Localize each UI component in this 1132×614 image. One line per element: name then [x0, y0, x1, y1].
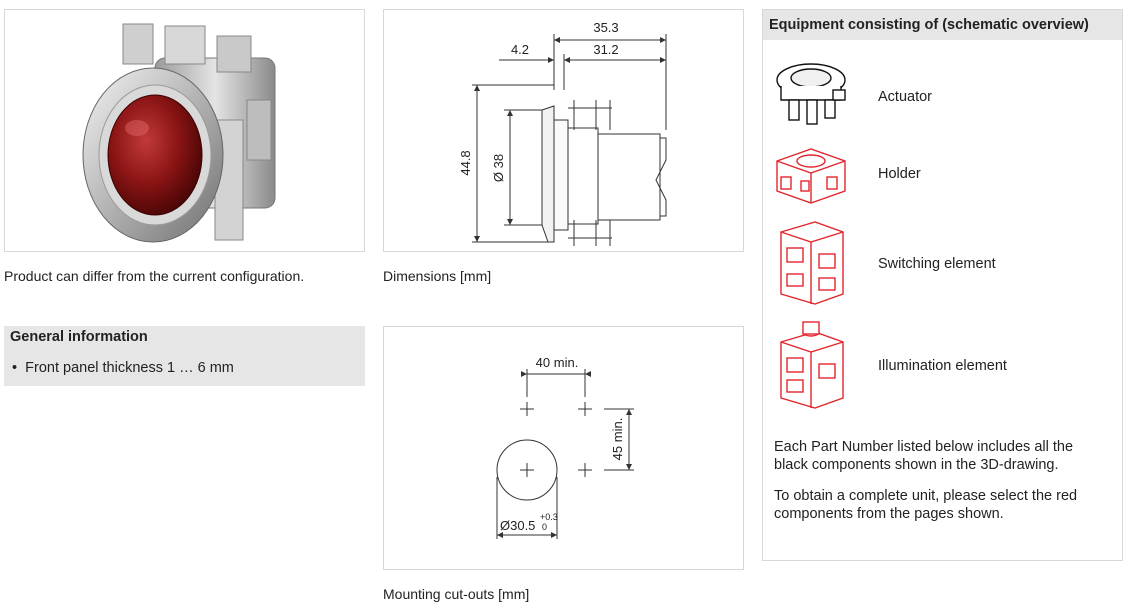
- dim-diameter-label: Ø 38: [491, 154, 506, 182]
- equipment-title: Equipment consisting of (schematic overv…: [763, 10, 1122, 40]
- bullet-icon: •: [12, 360, 26, 376]
- equipment-panel: Equipment consisting of (schematic overv…: [762, 9, 1123, 561]
- cutouts-caption: Mounting cut-outs [mm]: [383, 586, 530, 602]
- illumination-element-icon: [780, 321, 844, 409]
- equipment-note-2: To obtain a complete unit, please select…: [774, 488, 1078, 522]
- general-info-title: General information: [10, 329, 148, 345]
- pushbutton-photo: [82, 23, 276, 243]
- component-label-illumination-element: Illumination element: [878, 358, 1007, 374]
- dimensions-caption: Dimensions [mm]: [383, 268, 492, 284]
- cutouts-drawing-frame: 40 min. 45 min. Ø30.5 +0.3 0: [383, 326, 744, 570]
- cutouts-drawing: 40 min. 45 min. Ø30.5 +0.3 0: [496, 355, 634, 539]
- switching-element-icon: [780, 221, 844, 305]
- dimensions-drawing: 35.3 4.2 31.2 44.8 Ø 38: [458, 20, 667, 246]
- component-label-switching-element: Switching element: [878, 256, 996, 272]
- dim-front-label: 4.2: [511, 42, 529, 57]
- actuator-icon: [776, 63, 846, 125]
- component-label-holder: Holder: [878, 166, 921, 182]
- equipment-note-1: Each Part Number listed below includes a…: [774, 439, 1074, 473]
- cutout-hole-label: Ø30.5: [500, 518, 535, 533]
- general-info-panel: General information • Front panel thickn…: [4, 326, 365, 386]
- cutout-tol-lower: 0: [542, 522, 547, 532]
- dim-total-label: 35.3: [593, 20, 618, 35]
- cutout-vertical-label: 45 min.: [610, 418, 625, 461]
- product-photo-frame: [4, 9, 365, 252]
- cutout-tol-upper: +0.3: [540, 512, 558, 522]
- cutout-horizontal-label: 40 min.: [536, 355, 579, 370]
- dim-body-label: 31.2: [593, 42, 618, 57]
- dimensions-drawing-frame: 35.3 4.2 31.2 44.8 Ø 38: [383, 9, 744, 252]
- product-photo-caption: Product can differ from the current conf…: [4, 268, 305, 284]
- component-label-actuator: Actuator: [878, 89, 932, 105]
- general-info-item-text: Front panel thickness 1 … 6 mm: [25, 360, 234, 376]
- general-info-item: • Front panel thickness 1 … 6 mm: [12, 360, 234, 376]
- holder-icon: [776, 148, 846, 204]
- dim-height-label: 44.8: [458, 150, 473, 175]
